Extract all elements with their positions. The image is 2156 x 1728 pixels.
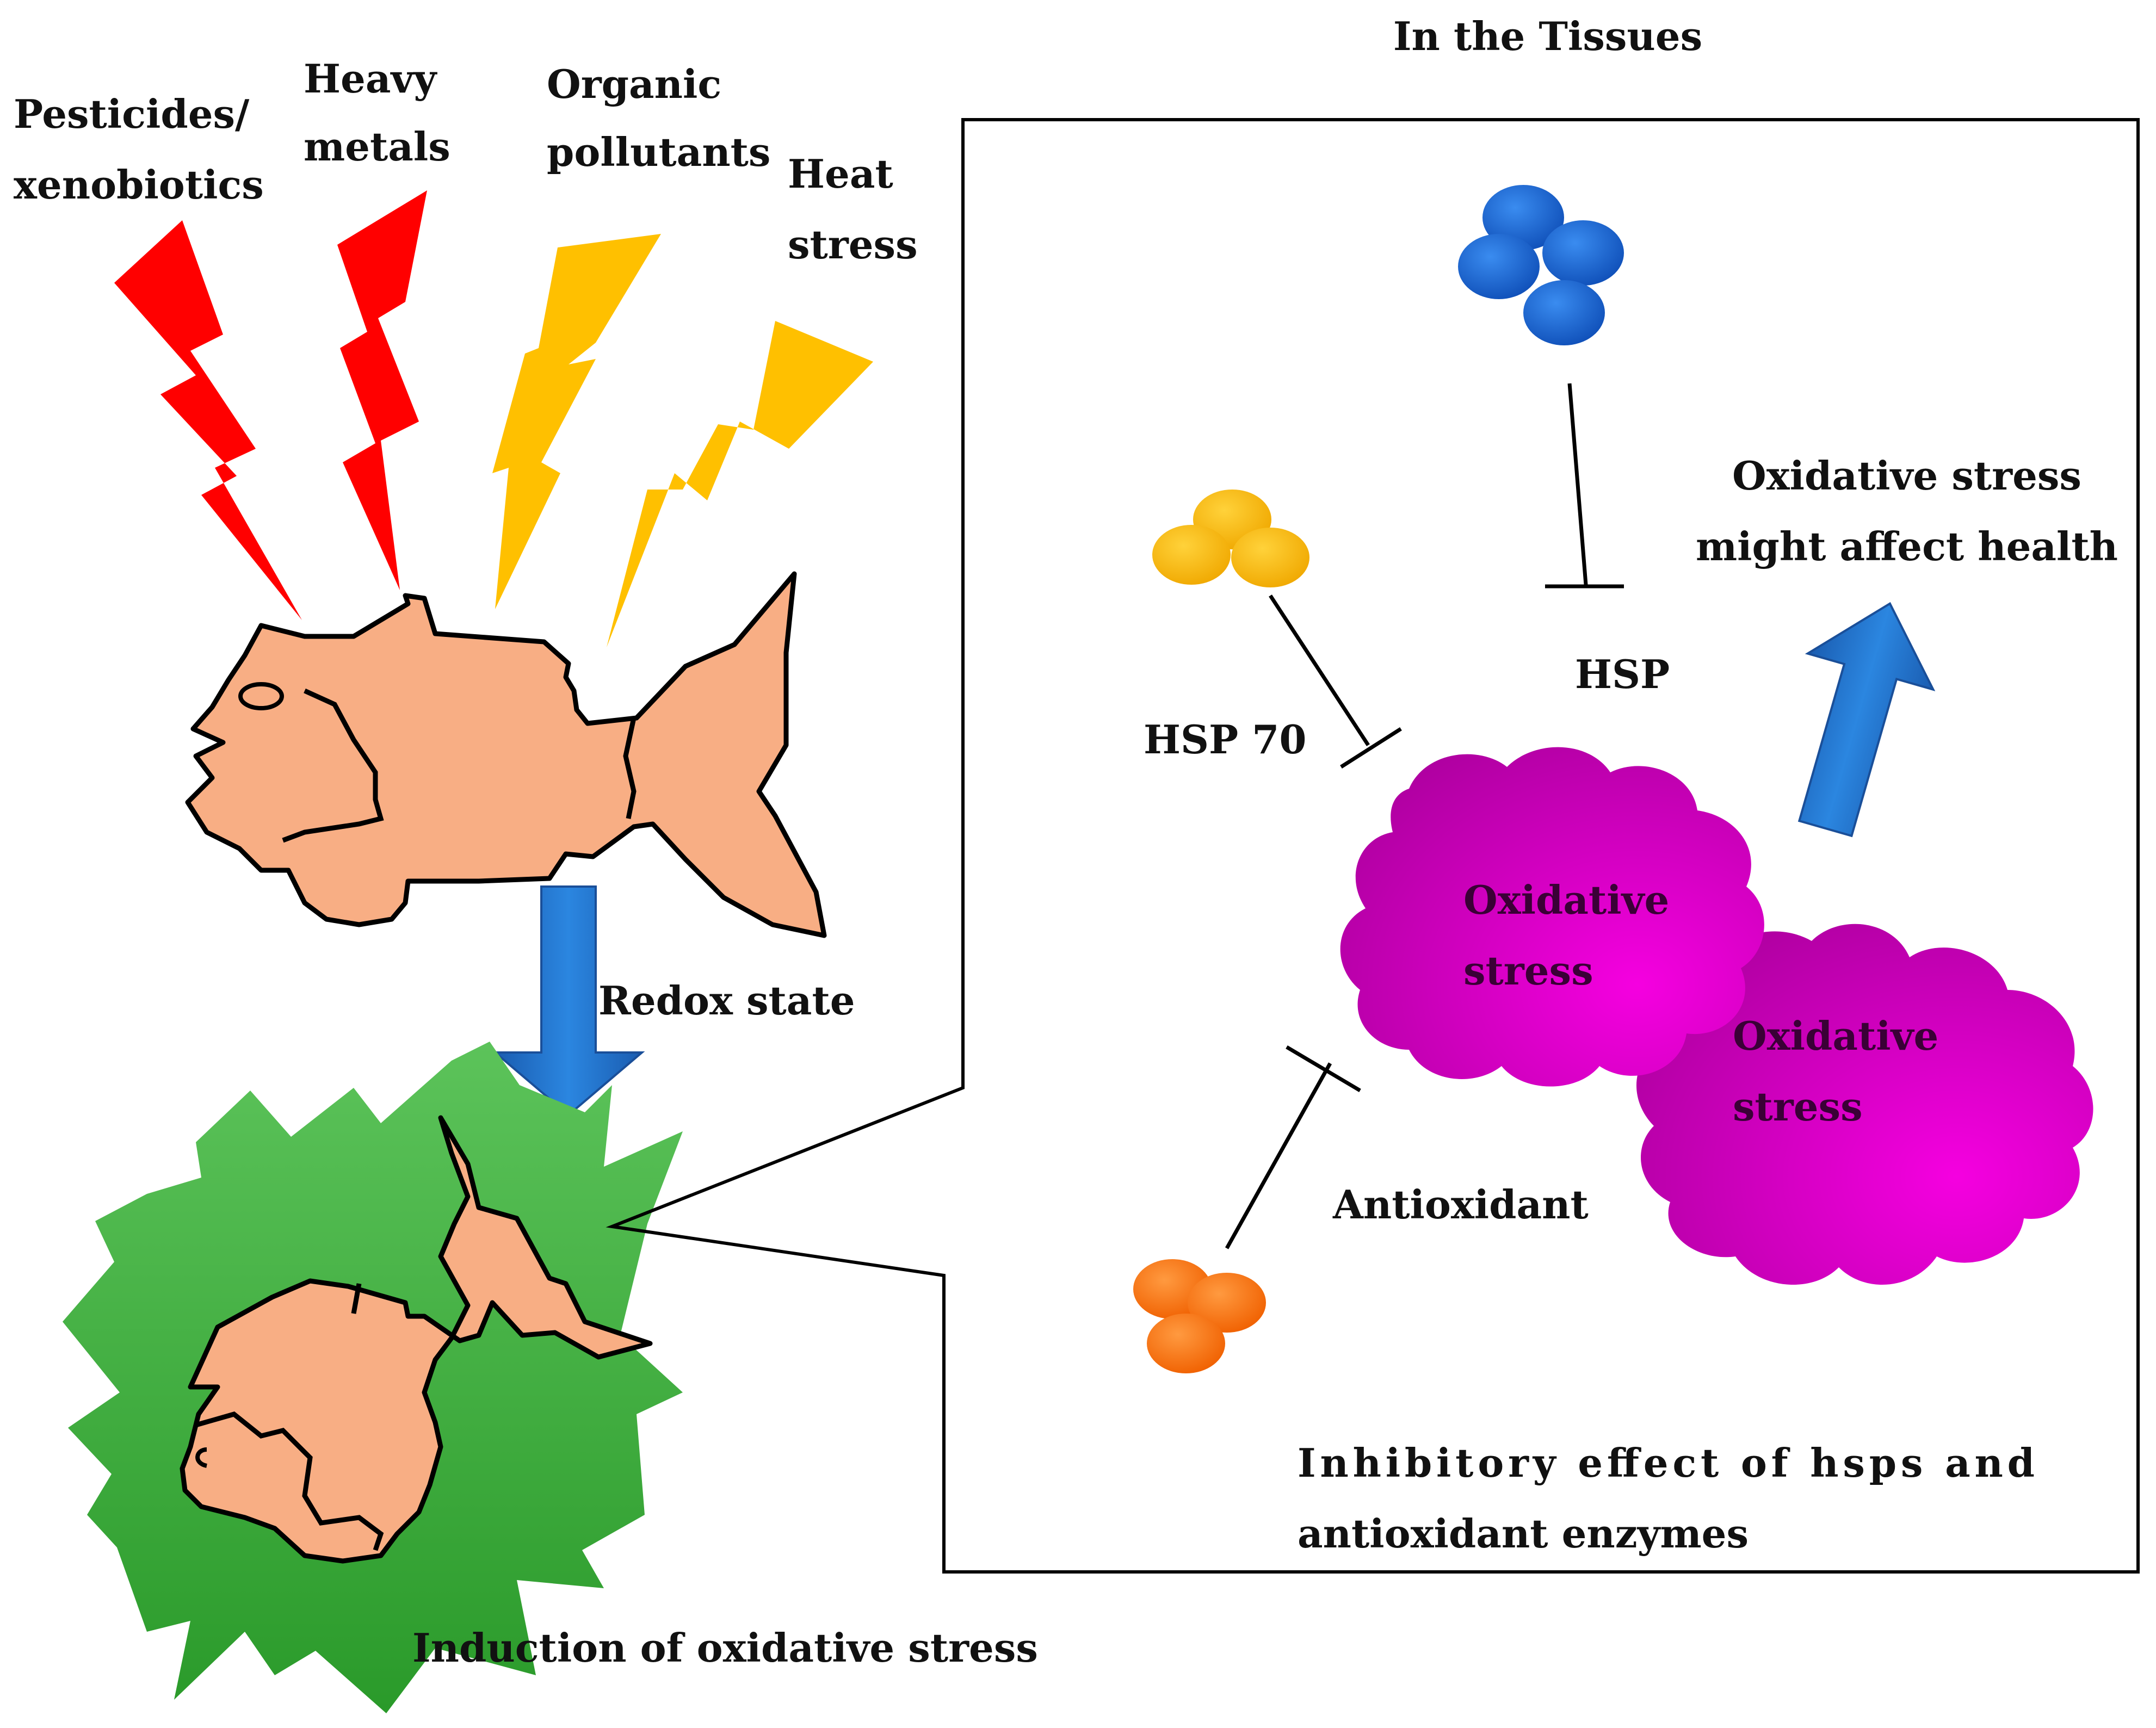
- pesticides-label-2: xenobiotics: [14, 162, 264, 208]
- dead-fish-icon: [180, 1115, 653, 1564]
- lightning-bolt-yellow-1: [492, 234, 661, 609]
- inhibitory-label-2: antioxidant enzymes: [1298, 1510, 1749, 1557]
- hsp-inhibit-line: [1567, 383, 1588, 585]
- lightning-bolt-red-1: [114, 220, 302, 620]
- organic-pollutants-label-1: Organic: [547, 61, 721, 107]
- lightning-bolt-red-2: [337, 190, 427, 590]
- heavy-metals-label-1: Heavy: [304, 55, 437, 102]
- antioxidant-inhibit-line: [1225, 1062, 1332, 1249]
- hsp70-inhibit-bar: [1340, 727, 1402, 769]
- hsp70-label: HSP 70: [1144, 716, 1306, 763]
- fish-icon: [185, 571, 827, 938]
- oxidative-stress-cloud-2: [1636, 924, 2093, 1285]
- redox-state-label: Redox state: [598, 977, 855, 1024]
- health-label-1: Oxidative stress: [1732, 453, 2081, 499]
- heavy-metals-label-2: metals: [304, 123, 450, 170]
- heat-stress-label-1: Heat: [788, 151, 893, 197]
- antioxidant-label: Antioxidant: [1332, 1181, 1589, 1228]
- cloud2-label-2: stress: [1733, 1083, 1863, 1130]
- induction-label: Induction of oxidative stress: [412, 1625, 1038, 1671]
- cloud2-label-1: Oxidative: [1733, 1013, 1938, 1059]
- hsp-cluster-icon: [1458, 185, 1624, 345]
- antioxidant-inhibit-bar: [1286, 1045, 1361, 1093]
- hsp70-inhibit-line: [1269, 594, 1370, 746]
- title: In the Tissues: [1393, 13, 1702, 59]
- health-label-2: might affect health: [1696, 523, 2118, 569]
- cloud1-label-2: stress: [1463, 947, 1593, 994]
- antioxidant-cluster-icon: [1133, 1259, 1266, 1373]
- inhibitory-label-1: Inhibitory effect of hsps and: [1298, 1440, 2035, 1486]
- redox-arrow-icon: [492, 885, 645, 1117]
- lightning-bolt-yellow-2: [607, 321, 873, 647]
- hsp-label: HSP: [1575, 651, 1670, 697]
- health-arrow-icon: [1797, 602, 1936, 838]
- cloud1-label-1: Oxidative: [1463, 877, 1669, 923]
- hsp70-cluster-icon: [1152, 490, 1309, 587]
- organic-pollutants-label-2: pollutants: [547, 129, 770, 175]
- callout-box: [606, 118, 2140, 1574]
- oxidative-stress-cloud-1: [1340, 747, 1764, 1087]
- pesticides-label-1: Pesticides/: [14, 91, 250, 137]
- heat-stress-label-2: stress: [788, 221, 918, 268]
